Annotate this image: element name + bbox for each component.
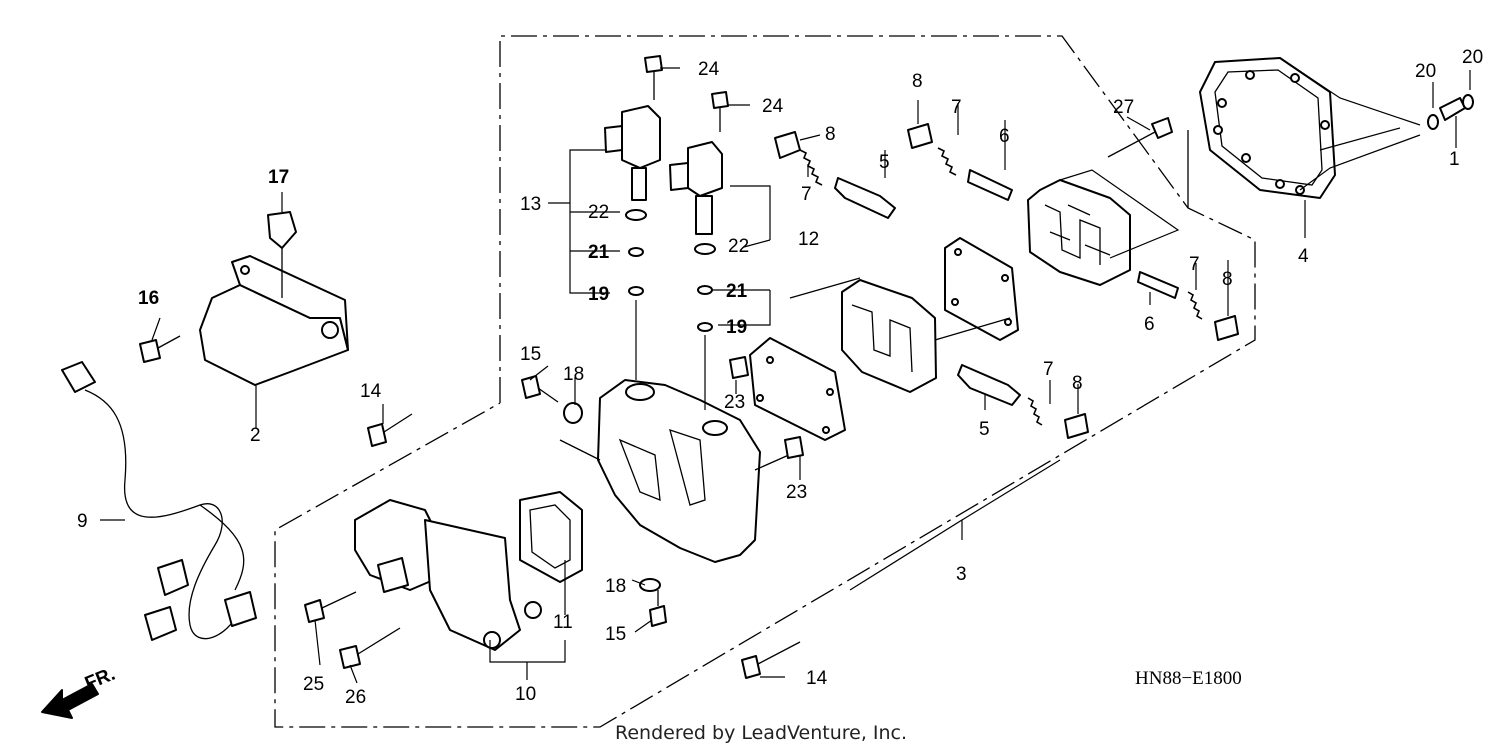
callout-15-lower: 15 bbox=[605, 624, 626, 645]
upper-valve-body bbox=[1027, 169, 1180, 286]
render-credit: Rendered by LeadVenture, Inc. bbox=[615, 722, 907, 744]
callout-14-left: 14 bbox=[360, 381, 382, 402]
bolts bbox=[139, 55, 1173, 679]
callout-23-lower: 23 bbox=[786, 482, 807, 503]
lower-separator-plate bbox=[749, 337, 846, 441]
callout-leader-lines bbox=[100, 67, 1471, 684]
wire-harness-part-9 bbox=[61, 361, 257, 641]
callout-8-b: 8 bbox=[912, 71, 923, 92]
callout-8-d: 8 bbox=[1072, 373, 1083, 394]
callout-18-upper: 18 bbox=[563, 364, 584, 385]
callout-24-lower: 24 bbox=[762, 96, 784, 117]
bracket-part-2 bbox=[199, 211, 349, 386]
callout-12: 12 bbox=[798, 229, 819, 250]
callout-8-a: 8 bbox=[825, 124, 836, 145]
callout-5-lower: 5 bbox=[979, 419, 990, 440]
callout-27: 27 bbox=[1113, 97, 1134, 118]
callout-13: 13 bbox=[520, 194, 541, 215]
callout-22-left: 22 bbox=[588, 202, 609, 223]
separator-plate bbox=[944, 237, 1019, 341]
callout-25: 25 bbox=[303, 674, 324, 695]
middle-valve-body bbox=[789, 277, 1011, 393]
callout-5-upper: 5 bbox=[879, 152, 890, 173]
callout-20-left: 20 bbox=[1415, 61, 1436, 82]
callout-4: 4 bbox=[1298, 246, 1309, 267]
dowel-pins bbox=[729, 356, 804, 459]
callout-7-a: 7 bbox=[801, 184, 812, 205]
callout-24-upper: 24 bbox=[698, 59, 720, 80]
callout-23-upper: 23 bbox=[724, 392, 745, 413]
callout-21-right: 21 bbox=[726, 281, 748, 302]
callout-17: 17 bbox=[268, 167, 289, 188]
callout-labels: 1 20 20 4 3 27 5 5 6 6 7 7 7 7 8 8 8 8 9… bbox=[77, 47, 1483, 708]
diagram-code: HN88−E1800 bbox=[1135, 668, 1242, 689]
callout-16: 16 bbox=[138, 288, 159, 309]
callout-1: 1 bbox=[1449, 149, 1460, 170]
callout-7-c: 7 bbox=[1189, 254, 1200, 275]
callout-3: 3 bbox=[956, 564, 967, 585]
callout-8-c: 8 bbox=[1222, 269, 1233, 290]
shift-solenoids bbox=[604, 105, 723, 410]
callout-6-upper: 6 bbox=[999, 126, 1010, 147]
callout-14-bottom: 14 bbox=[806, 668, 828, 689]
callout-11: 11 bbox=[553, 612, 573, 633]
callout-2: 2 bbox=[250, 425, 261, 446]
front-direction-arrow-icon bbox=[41, 683, 99, 719]
gasket-part-4 bbox=[1199, 57, 1421, 199]
callout-26: 26 bbox=[345, 687, 366, 708]
front-marker-label: FR. bbox=[82, 664, 118, 695]
callout-19-left: 19 bbox=[588, 284, 609, 305]
callout-22-right: 22 bbox=[728, 236, 749, 257]
assembly-boundary-lines bbox=[274, 35, 1256, 728]
callout-20-right: 20 bbox=[1462, 47, 1483, 68]
callout-6-lower: 6 bbox=[1144, 314, 1155, 335]
callout-7-d: 7 bbox=[1043, 359, 1054, 380]
spool-valves bbox=[774, 123, 1239, 439]
callout-10: 10 bbox=[515, 684, 536, 705]
callout-19-right: 19 bbox=[726, 317, 747, 338]
callout-9: 9 bbox=[77, 511, 88, 532]
callout-7-b: 7 bbox=[951, 97, 962, 118]
main-valve-housing bbox=[559, 379, 801, 563]
callout-18-lower: 18 bbox=[605, 576, 626, 597]
plug-part-1 bbox=[1427, 94, 1474, 130]
linear-solenoid-part-10 bbox=[354, 491, 583, 651]
callout-15-upper: 15 bbox=[520, 344, 541, 365]
callout-21-left: 21 bbox=[588, 242, 610, 263]
